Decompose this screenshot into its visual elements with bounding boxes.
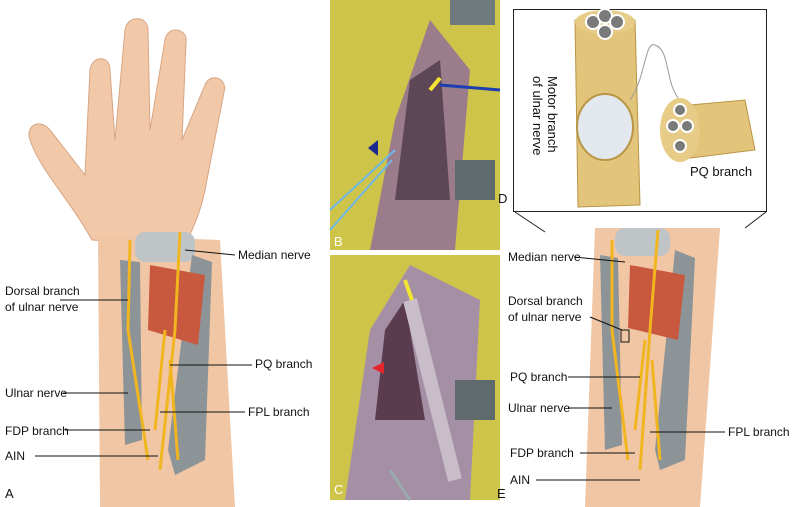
label-fdp-branch-e: FDP branch bbox=[510, 446, 574, 460]
label-fpl-branch-e: FPL branch bbox=[728, 425, 790, 439]
label-pq-branch-a: PQ branch bbox=[255, 357, 313, 371]
label-dorsal-branch-e: Dorsal branch bbox=[508, 294, 583, 308]
surgical-photo-b bbox=[329, 0, 501, 250]
label-ulnar-nerve-e: Ulnar nerve bbox=[508, 401, 571, 415]
label-dorsal-branch-a-2: of ulnar nerve bbox=[5, 300, 79, 314]
forearm-anatomy-a bbox=[35, 231, 252, 475]
nerve-suture-inset-d bbox=[513, 8, 767, 233]
panel-letter-a: A bbox=[5, 486, 14, 501]
panel-letter-c: C bbox=[334, 482, 344, 497]
label-pq-branch-e: PQ branch bbox=[510, 370, 568, 384]
label-motor-branch-2: of ulnar nerve bbox=[530, 76, 545, 156]
label-motor-branch: Motor branch bbox=[545, 76, 560, 153]
label-median-nerve-a: Median nerve bbox=[238, 248, 311, 262]
panel-letter-e: E bbox=[497, 486, 506, 501]
label-dorsal-branch-a: Dorsal branch bbox=[5, 284, 80, 298]
label-ain-a: AIN bbox=[5, 449, 26, 463]
panel-letter-d: D bbox=[498, 191, 508, 206]
label-pq-branch-d: PQ branch bbox=[690, 164, 753, 179]
label-dorsal-branch-e-2: of ulnar nerve bbox=[508, 310, 582, 324]
surgical-photo-c bbox=[330, 255, 500, 501]
panel-letter-b: B bbox=[334, 234, 343, 249]
label-ulnar-nerve-a: Ulnar nerve bbox=[5, 386, 68, 400]
label-ain-e: AIN bbox=[510, 473, 531, 487]
label-fdp-branch-a: FDP branch bbox=[5, 424, 69, 438]
label-fpl-branch-a: FPL branch bbox=[248, 405, 310, 419]
forearm-anatomy-e bbox=[536, 228, 725, 507]
label-median-nerve-e: Median nerve bbox=[508, 250, 581, 264]
